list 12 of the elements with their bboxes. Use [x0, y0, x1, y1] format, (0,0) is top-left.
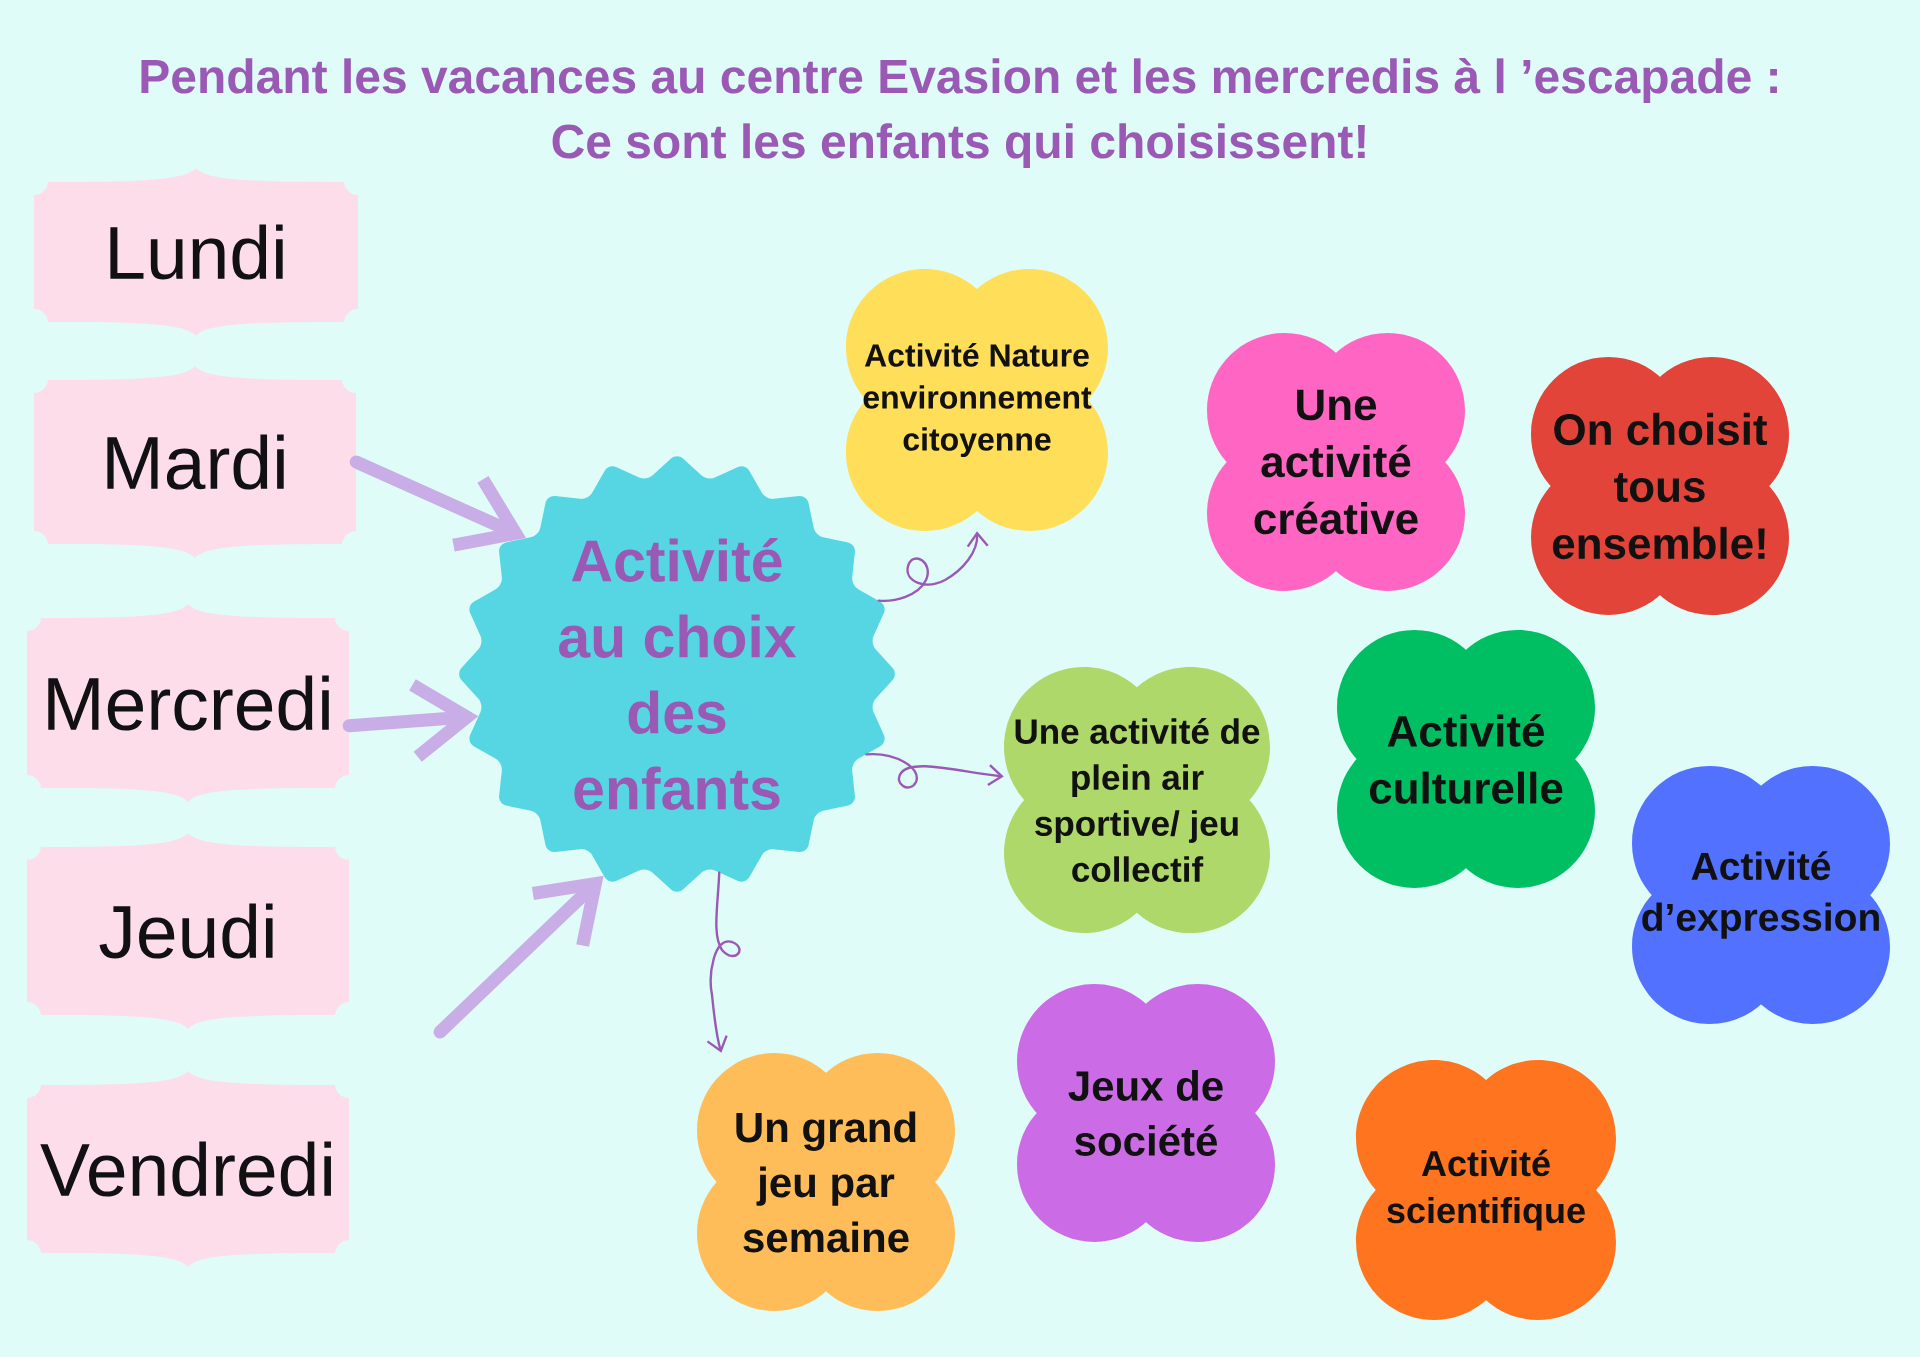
title: Pendant les vacances au centre Evasion et les mercredis à l ’escapade : Ce sont les enfants qui choisissent!: [141, 57, 1777, 169]
day-label: Mercredi: [27, 604, 349, 802]
day-label: Vendredi: [27, 1071, 349, 1267]
day-label: Lundi: [34, 168, 358, 336]
day-label: Jeudi: [27, 833, 349, 1029]
starburst: Activité au choix des enfants: [459, 456, 895, 892]
curly-arrow: [706, 871, 741, 1053]
day-label: Mardi: [34, 366, 356, 558]
curly-arrow: [865, 752, 1004, 789]
arrow: [349, 455, 527, 552]
arrow: [433, 875, 604, 1039]
curly-arrow: [877, 531, 989, 602]
